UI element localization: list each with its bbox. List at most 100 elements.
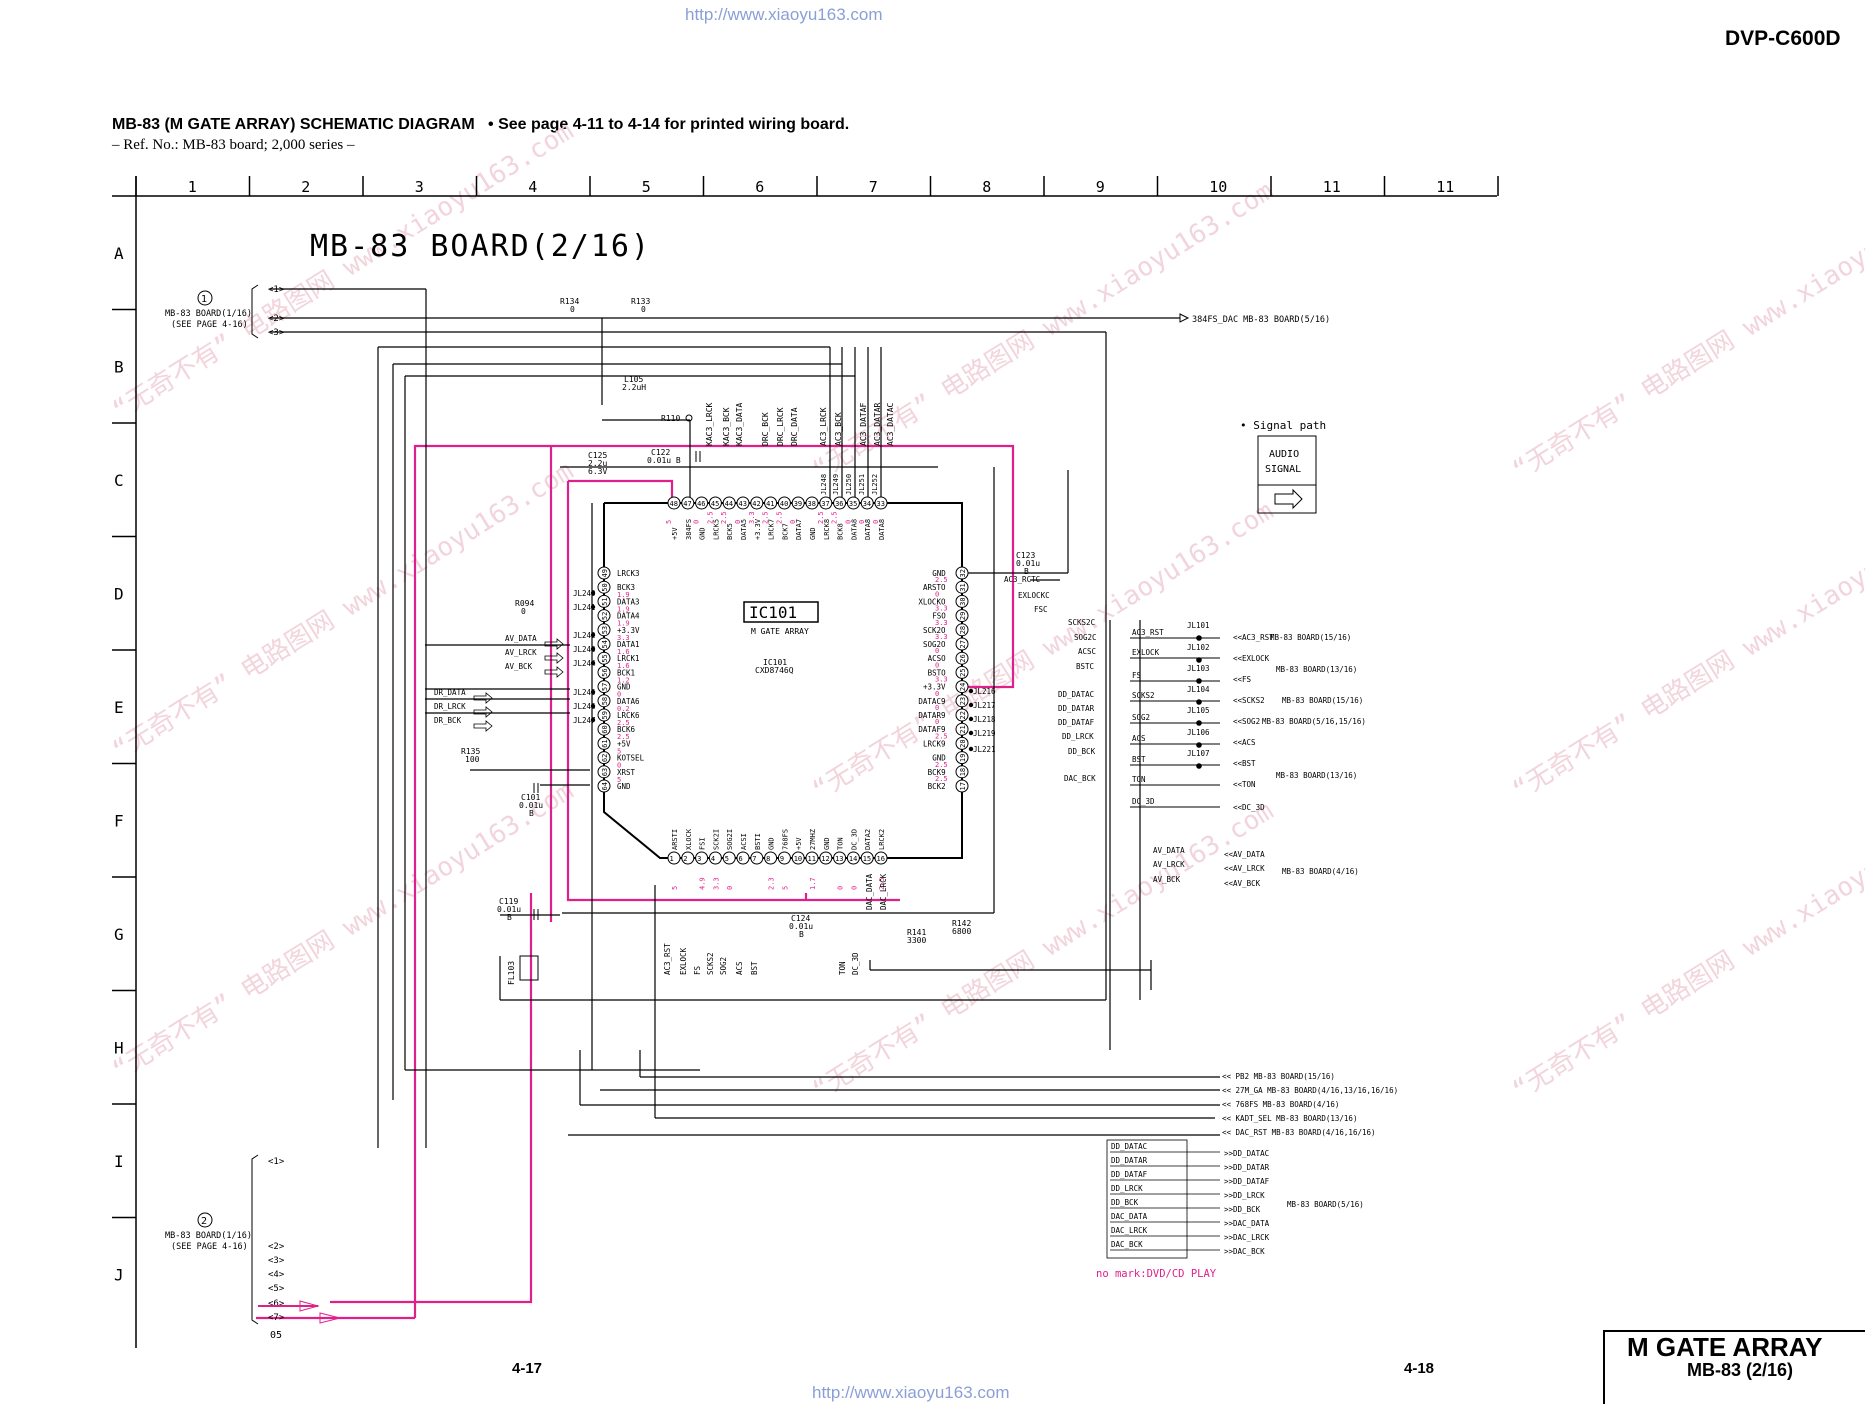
c124-b: B: [799, 930, 804, 939]
dd-right-label: >>DD_DATAF: [1224, 1177, 1270, 1186]
components-left: R094 0 R135 100 C101 0.01u B C119 0.01u …: [461, 551, 1040, 985]
dd-right-label: >>DD_BCK: [1224, 1205, 1261, 1214]
r133-val: 0: [641, 305, 646, 314]
ic-pin: [955, 736, 969, 750]
junction-dot: [968, 688, 974, 694]
jl-left-label: JL244: [573, 659, 596, 668]
legend-signal: SIGNAL: [1265, 464, 1301, 475]
lower-signal-label: << KADT_SEL MB-83 BOARD(13/16): [1222, 1114, 1357, 1123]
pin-number: 55: [601, 654, 609, 662]
r142-ref: R142: [952, 919, 971, 928]
ic-pin: [708, 851, 722, 865]
top-bus-label: KAC3_DATA: [735, 402, 744, 446]
pin-voltage: 0: [935, 690, 939, 698]
pin-voltage: 3.3: [935, 676, 948, 684]
right-output-label: <<EXLOCK: [1233, 654, 1270, 663]
ic-pin: [597, 580, 611, 594]
pin-number: 57: [601, 683, 609, 691]
ic-pin: [681, 851, 695, 865]
pin-name: SCK2I: [712, 829, 720, 850]
connector-2-sub: (SEE PAGE 4-16): [171, 1242, 248, 1252]
pin-number: 6: [739, 855, 743, 863]
av-signal-right: <<AV_DATA: [1224, 850, 1265, 859]
c124-ref: C124: [791, 914, 810, 923]
pin-number: 38: [808, 500, 816, 508]
pin-voltage: 0: [850, 886, 858, 890]
pin-number: 27: [959, 640, 967, 648]
pin-number: 40: [780, 500, 788, 508]
pin-name: ARSTO: [923, 583, 946, 592]
jl-top-label: JL250: [845, 474, 853, 495]
pin-number: 15: [863, 855, 871, 863]
pin-name: BCK5: [726, 523, 734, 540]
top-bus-label: AC3_DATAC: [886, 402, 895, 446]
pin-name: DATAF9: [918, 725, 945, 734]
pin-voltage: 0: [935, 704, 939, 712]
ic-pin: [955, 594, 969, 608]
dd-group: DD_DATAC>>DD_DATACDD_DATAR>>DD_DATARDD_D…: [1106, 1139, 1270, 1259]
jl-right-label: JL221: [973, 745, 996, 754]
pin-number: 9: [780, 855, 784, 863]
pin-name: XRST: [617, 768, 636, 777]
pin-number: 22: [959, 711, 967, 719]
bottom-url[interactable]: http://www.xiaoyu163.com: [812, 1383, 1010, 1402]
svg-text:“无奇不有” 电路图网 www.xiaoyu163.com: “无奇不有” 电路图网 www.xiaoyu163.com: [108, 776, 579, 1086]
pin-name: SCK2O: [923, 626, 946, 635]
jl-top-label: JL249: [832, 474, 840, 495]
pin-name: GND: [932, 569, 946, 578]
pin-voltage: 2.5: [935, 576, 948, 584]
pin-name: GND: [809, 527, 817, 540]
c101-ref: C101: [521, 793, 540, 802]
fl103-ref: FL103: [507, 961, 516, 985]
ic-pin: [764, 496, 778, 510]
pin-number: 53: [601, 626, 609, 634]
pin-name: LRCK2: [878, 829, 886, 850]
ic-pin: [860, 851, 874, 865]
diagram-title: MB-83 (M GATE ARRAY) SCHEMATIC DIAGRAM •…: [112, 116, 849, 134]
jl-left-label: JL241: [573, 603, 596, 612]
junction-dot: [590, 646, 596, 652]
pin-name: KOTSEL: [617, 754, 645, 763]
right-inner-label: SOG2C: [1074, 633, 1097, 642]
svg-text:“无奇不有” 电路图网 www.xiaoyu163.com: “无奇不有” 电路图网 www.xiaoyu163.com: [1508, 796, 1865, 1106]
junction-dot: [968, 716, 974, 722]
ic-pin: [597, 609, 611, 623]
pin-number: 41: [766, 500, 774, 508]
pin-name: +5V: [795, 837, 803, 850]
junction-dot: [590, 717, 596, 723]
junction-dot: [590, 703, 596, 709]
ic101-part-no: CXD8746Q: [755, 666, 794, 675]
pin-name: ACSO: [928, 654, 947, 663]
grid-col-label: 5: [642, 178, 651, 196]
ic-pin: [736, 496, 750, 510]
junction-dot: [968, 730, 974, 736]
left-signal-label: AV_DATA: [505, 634, 537, 643]
junction-dot: [1196, 720, 1202, 726]
pin-number: 54: [601, 640, 609, 648]
pin-voltage: 1.6: [617, 662, 630, 670]
pin-voltage: 4.9: [699, 877, 707, 890]
title-note: • See page 4-11 to 4-14 for printed wiri…: [488, 116, 850, 133]
svg-text:“无奇不有” 电路图网 www.xiaoyu163.com: “无奇不有” 电路图网 www.xiaoyu163.com: [1508, 176, 1865, 486]
signal-path-label: • Signal path: [1240, 419, 1326, 432]
ic-pin: [874, 851, 888, 865]
connector-1-label: MB-83 BOARD(1/16): [165, 309, 252, 319]
pin-name: GND: [699, 527, 707, 540]
top-bus-label: KAC3_LRCK: [705, 402, 714, 446]
right-mid-label: TON: [1132, 775, 1146, 784]
ic-pin: [860, 496, 874, 510]
connector-2-label: MB-83 BOARD(1/16): [165, 1231, 252, 1241]
pin-number: 43: [739, 500, 747, 508]
r133-ref: R133: [631, 297, 650, 306]
pin-voltage: 2.5: [762, 511, 770, 524]
pin-voltage: 0: [617, 691, 621, 699]
grid-col-label: 2: [301, 178, 310, 196]
c124-val: 0.01u: [789, 922, 813, 931]
right-mid-label: ACS: [1132, 734, 1146, 743]
top-url[interactable]: http://www.xiaoyu163.com: [685, 5, 883, 24]
dd-box: [1106, 1139, 1188, 1259]
r141-ref: R141: [907, 928, 926, 937]
pin-voltage: 1.7: [809, 877, 817, 890]
